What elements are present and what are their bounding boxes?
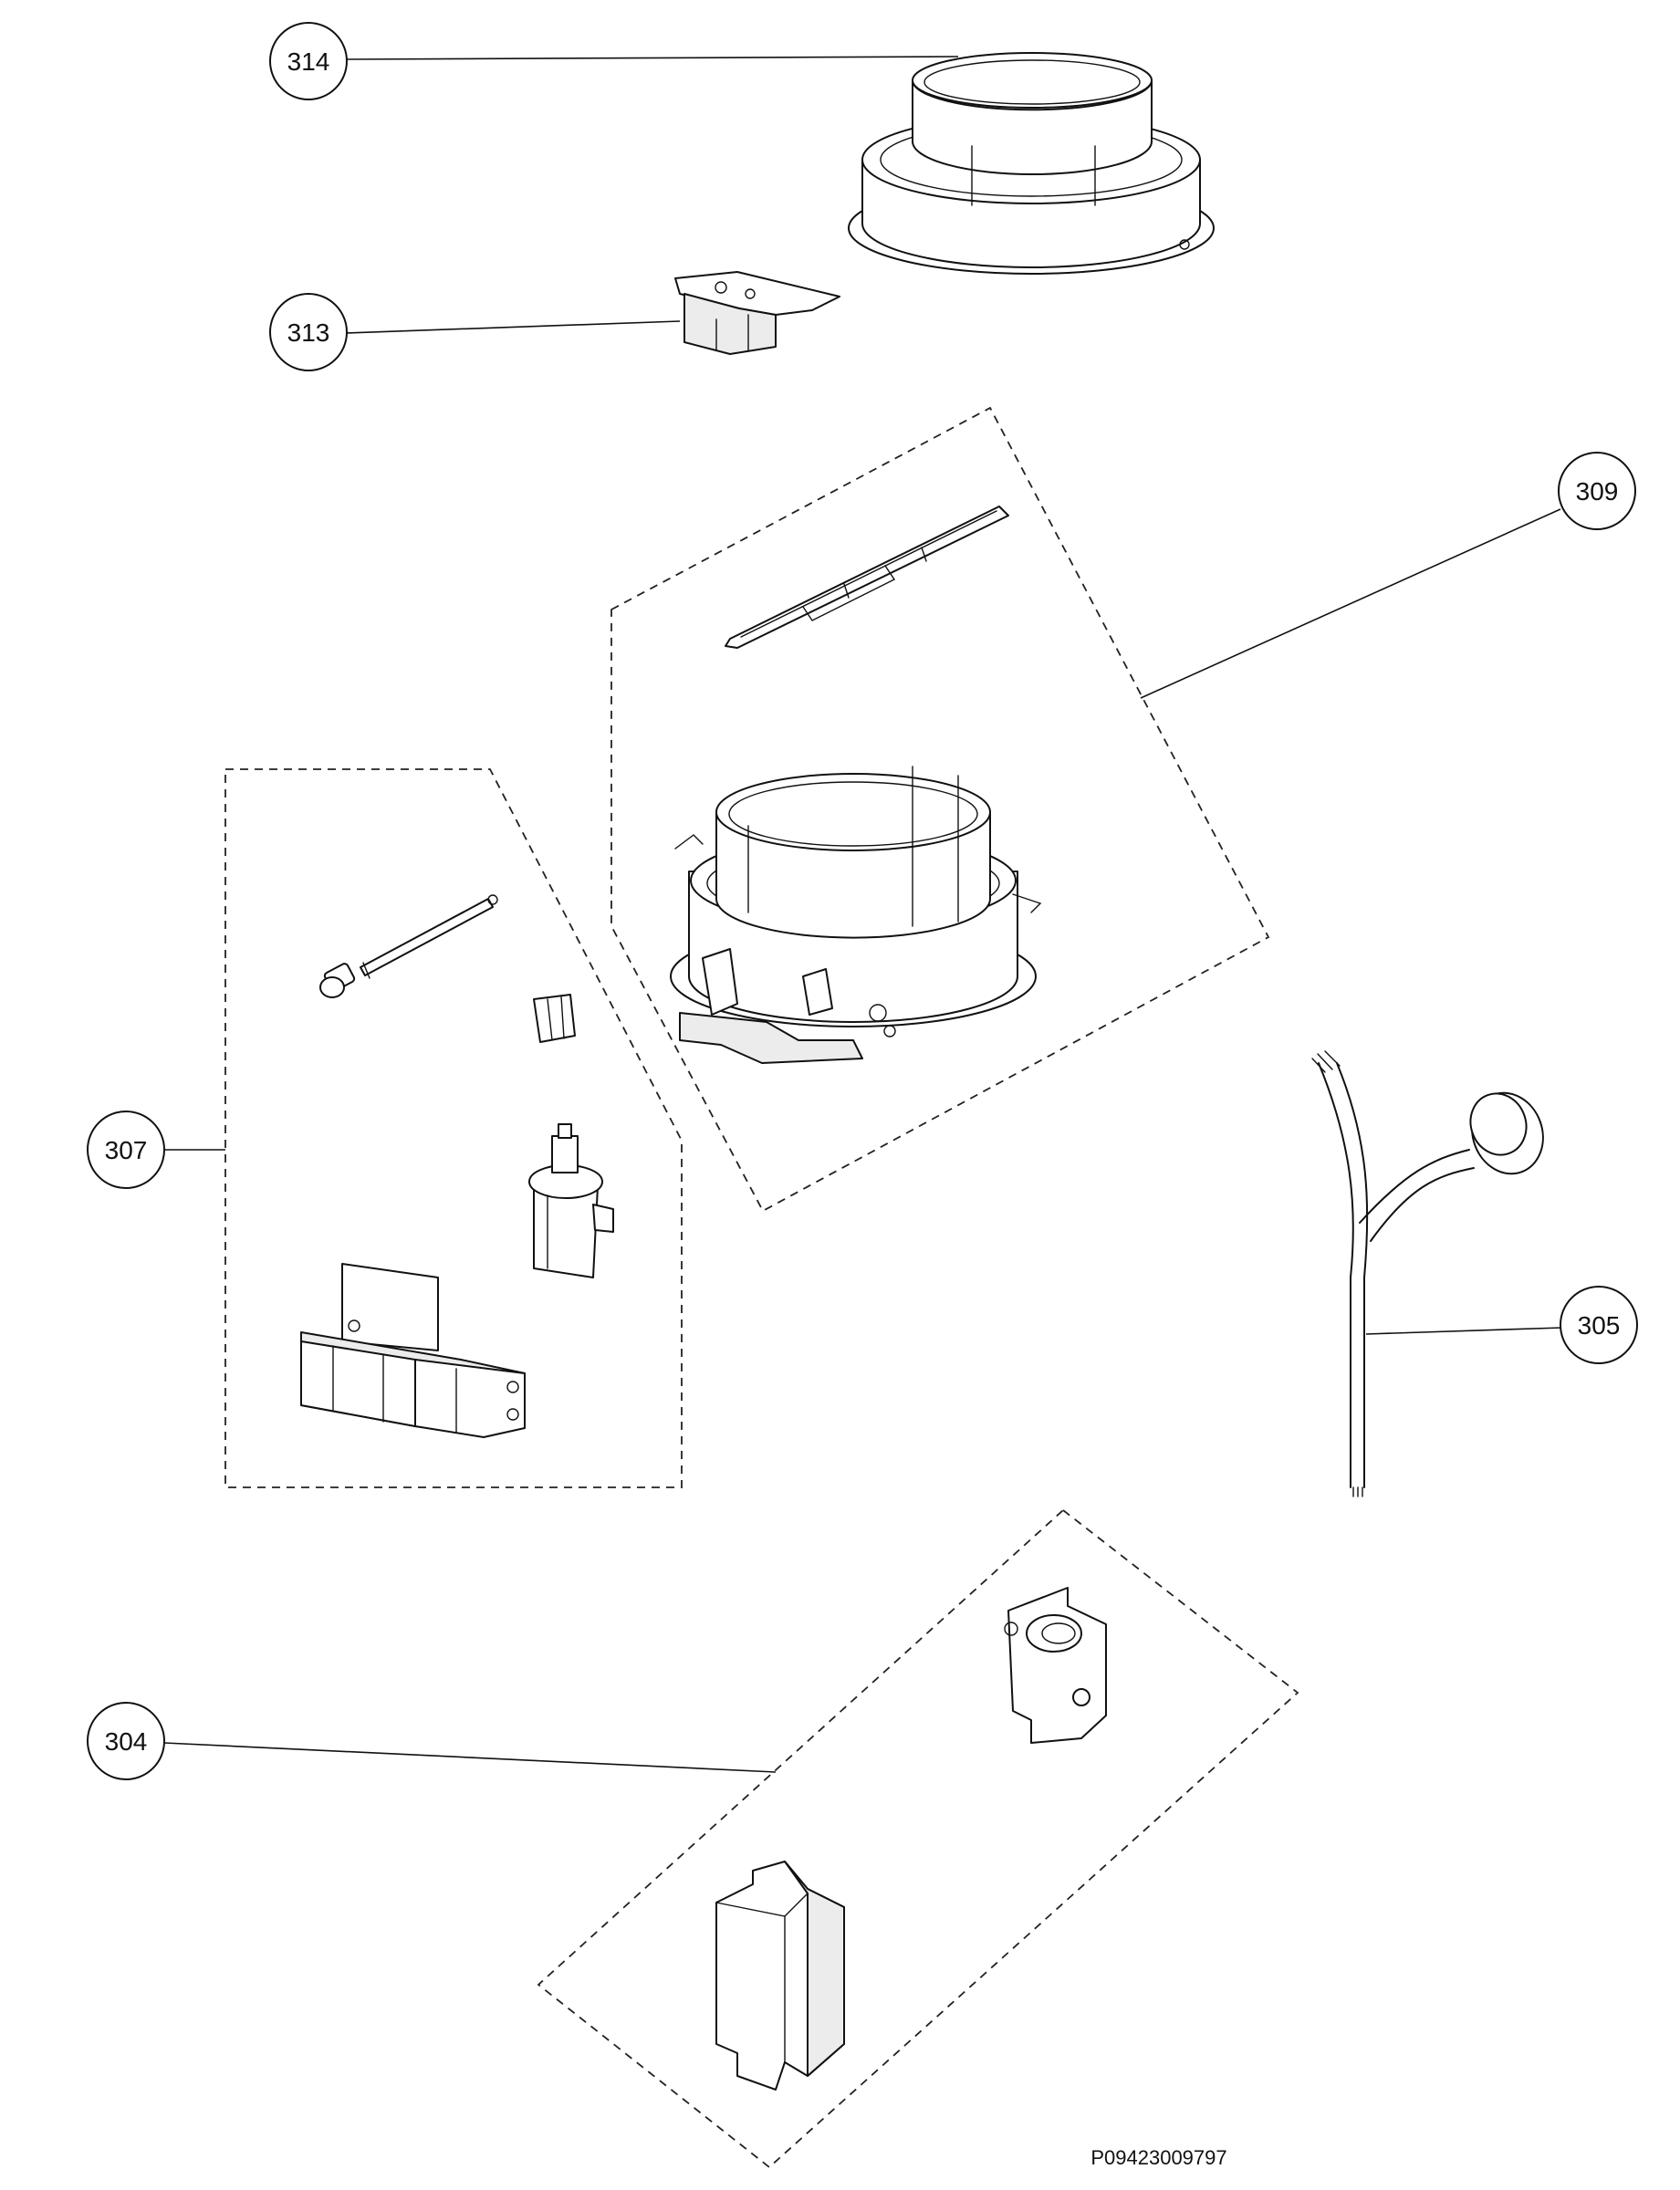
callout-307: 307	[87, 1111, 165, 1189]
group-307-outline	[224, 768, 683, 1488]
drawing-reference-number: P09423009797	[1090, 2146, 1226, 2169]
part-307-small-clip	[533, 994, 576, 1043]
callout-309: 309	[1558, 452, 1636, 530]
callout-313-label: 313	[287, 318, 330, 347]
part-313-clip-bracket	[674, 271, 840, 355]
group-309-outline	[610, 406, 1270, 1213]
callout-305: 305	[1560, 1286, 1638, 1364]
callout-314-label: 314	[287, 47, 330, 76]
part-305-sensor-cable	[1311, 1050, 1544, 1497]
callout-304: 304	[87, 1702, 165, 1780]
callout-304-label: 304	[105, 1727, 148, 1756]
group-304-outline	[537, 1508, 1299, 2169]
callout-314: 314	[269, 22, 348, 100]
part-307-actuator-rod	[319, 894, 498, 998]
part-304-block	[715, 1861, 845, 2091]
leader-309	[1140, 508, 1561, 699]
part-309-damper-flap	[725, 506, 1009, 649]
part-307-motor-housing	[300, 1263, 526, 1438]
callout-309-label: 309	[1576, 477, 1619, 506]
leader-305	[1365, 1327, 1563, 1335]
leader-304	[163, 1742, 777, 1773]
callout-305-label: 305	[1578, 1311, 1621, 1340]
part-307-solenoid	[528, 1123, 614, 1278]
leader-314	[346, 56, 959, 60]
part-309-duct-housing	[670, 766, 1042, 1064]
leader-313	[344, 320, 681, 334]
callout-307-label: 307	[105, 1136, 148, 1164]
callout-313: 313	[269, 293, 348, 371]
part-314-duct-collar	[848, 52, 1215, 275]
part-304-bracket	[1004, 1587, 1107, 1744]
